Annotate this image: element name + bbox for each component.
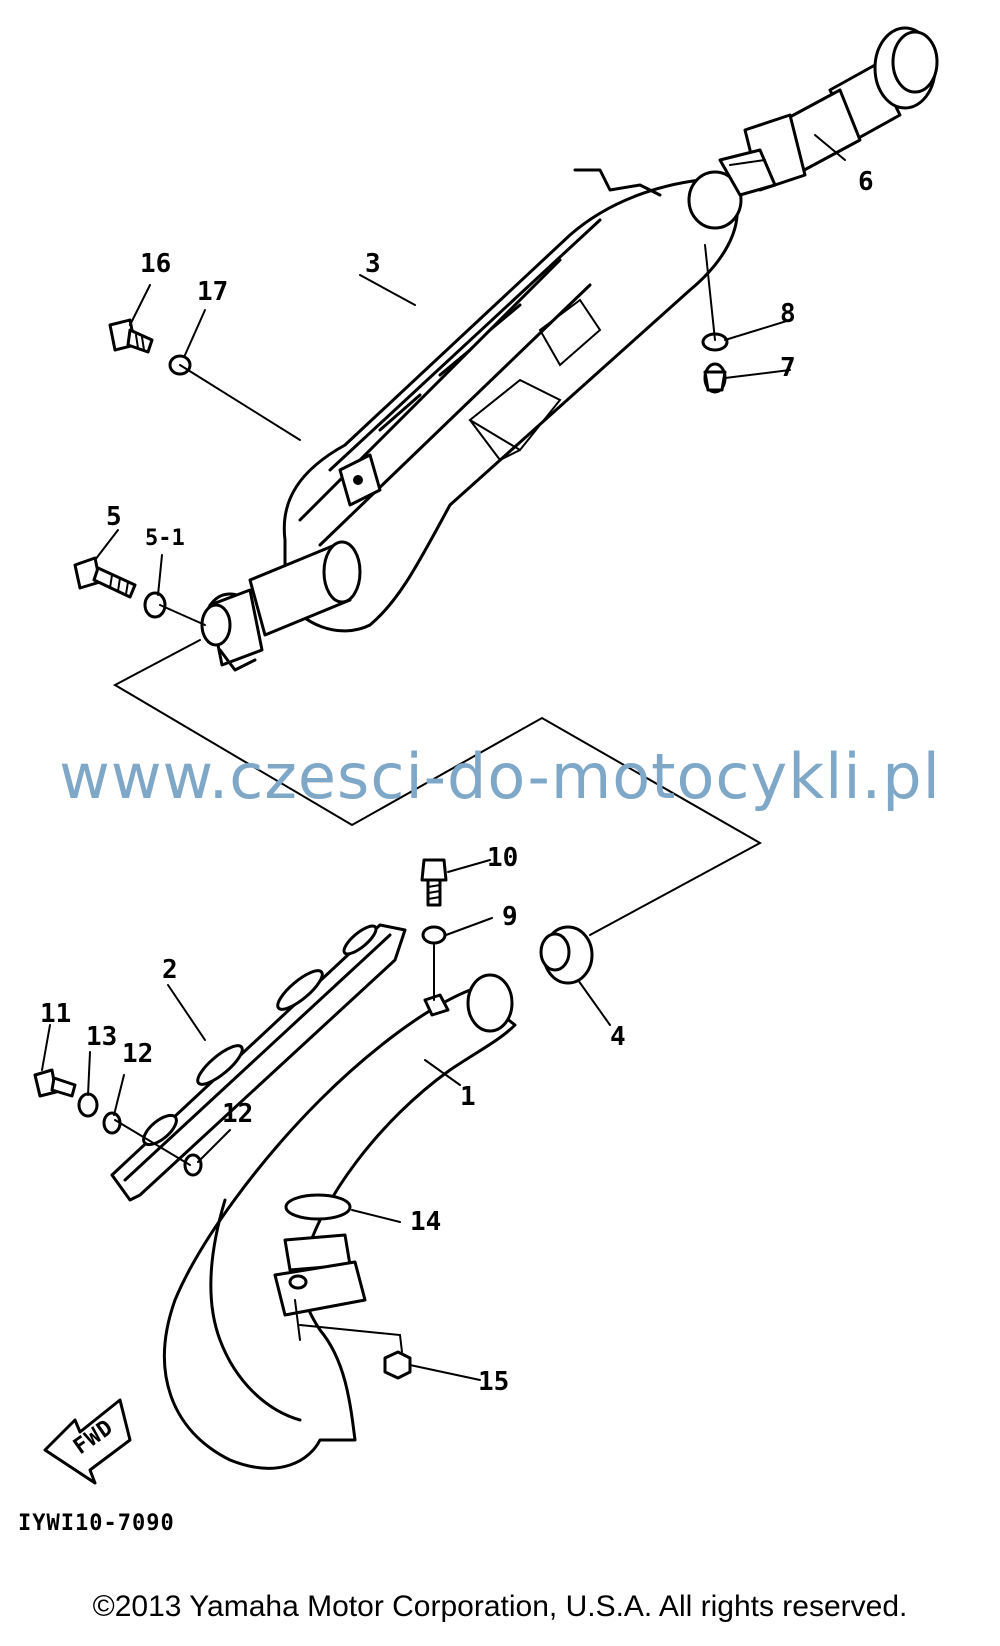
- bolt-part-16: [108, 318, 154, 354]
- washer-part-13: [77, 1092, 99, 1118]
- callout-5-1: 5-1: [145, 526, 185, 551]
- exhaust-flange: [273, 1233, 403, 1353]
- gasket-part-4: [539, 925, 594, 985]
- gasket-part-14: [284, 1193, 352, 1221]
- callout-10: 10: [487, 843, 518, 873]
- silencer-end-part-6: [718, 26, 939, 197]
- heat-protector-part-2: [110, 923, 407, 1202]
- bolt-part-10: [420, 858, 448, 907]
- callout-7: 7: [780, 353, 796, 383]
- bolt-part-7: [703, 362, 727, 394]
- bolt-part-5: [73, 556, 137, 599]
- callout-4: 4: [610, 1022, 626, 1052]
- washer-part-12a: [102, 1111, 122, 1135]
- callout-13: 13: [86, 1022, 117, 1052]
- forward-arrow-icon: FWD: [43, 1398, 132, 1485]
- washer-part-9: [421, 925, 447, 945]
- leader-lines-lower: [41, 859, 611, 1381]
- muffler-outlet-pipe: [200, 540, 362, 672]
- callout-11: 11: [40, 999, 71, 1029]
- callout-14: 14: [410, 1207, 441, 1237]
- watermark: www.czesci-do-motocykli.pl: [59, 740, 941, 813]
- leader-lines-upper: [94, 134, 846, 626]
- callout-17: 17: [197, 277, 228, 307]
- callout-15: 15: [478, 1367, 509, 1397]
- callout-5: 5: [106, 502, 122, 532]
- washer-part-12b: [183, 1153, 203, 1177]
- part-code: IYWI10-7090: [18, 1511, 175, 1536]
- washer-part-5-1: [143, 591, 167, 619]
- callout-8: 8: [780, 299, 796, 329]
- callout-6: 6: [858, 167, 874, 197]
- callout-1: 1: [460, 1082, 476, 1112]
- callout-12a: 12: [122, 1039, 153, 1069]
- bolt-part-11: [33, 1068, 77, 1098]
- connection-guide: [112, 639, 763, 936]
- callout-2: 2: [162, 955, 178, 985]
- exhaust-pipe-part-1: [163, 973, 517, 1470]
- nut-part-15: [383, 1350, 412, 1380]
- callout-9: 9: [502, 902, 518, 932]
- callout-3: 3: [365, 249, 381, 279]
- callout-16: 16: [140, 249, 171, 279]
- muffler-part-3: [282, 168, 743, 633]
- copyright: ©2013 Yamaha Motor Corporation, U.S.A. A…: [92, 1590, 908, 1623]
- callout-12b: 12: [222, 1099, 253, 1129]
